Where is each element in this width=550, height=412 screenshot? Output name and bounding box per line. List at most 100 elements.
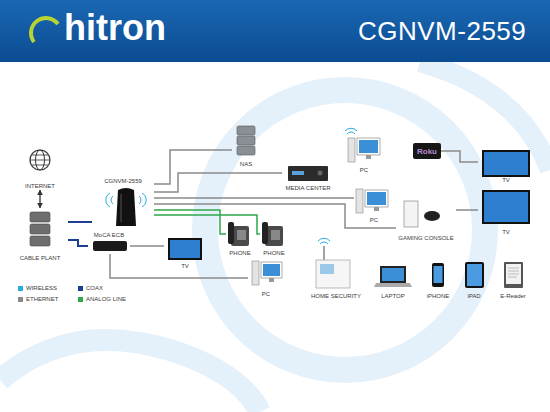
device-node: PC (346, 128, 382, 174)
device-node: CGNVM-2559 (92, 178, 154, 228)
tv-screen (484, 152, 528, 175)
device-node: PHONE (260, 219, 288, 257)
legend-text: ANALOG LINE (86, 296, 126, 303)
pc-screen (359, 140, 378, 153)
legend-text: COAX (86, 285, 103, 292)
pc-stand (366, 155, 371, 159)
phone-device (432, 263, 444, 287)
device-label: MEDIA CENTER (285, 185, 330, 192)
legend-swatch (18, 286, 23, 291)
connector (110, 254, 248, 278)
phone-screen (434, 266, 443, 283)
connector (130, 245, 164, 247)
media-center-knob (318, 171, 323, 176)
server-icon (30, 212, 50, 222)
pc-tower (348, 138, 355, 162)
device-label: GAMING CONSOLE (398, 235, 453, 242)
legend-text: WIRELESS (26, 285, 57, 292)
pc-tower (252, 261, 259, 285)
logo-text: hitron (64, 8, 166, 48)
device-node: TV (164, 236, 206, 270)
device-node: TV (478, 150, 534, 184)
connector (68, 240, 88, 246)
router-icon (116, 188, 136, 226)
console-icon (404, 201, 418, 227)
ereader-device (504, 262, 523, 288)
header-band (0, 0, 550, 62)
pc-monitor (365, 190, 388, 207)
pc-screen (367, 192, 386, 205)
connector (154, 210, 226, 234)
device-label: PHONE (263, 250, 284, 257)
connector (39, 190, 40, 208)
device-node: PC (354, 186, 394, 224)
device-label: INTERNET (25, 183, 55, 190)
connector (456, 209, 478, 211)
device-node: TV (478, 188, 534, 236)
antenna (323, 246, 324, 260)
pc-tower (356, 189, 363, 213)
device-label: TV (181, 263, 189, 270)
tv-icon (482, 150, 530, 177)
device-label: PC (262, 291, 270, 298)
device-label: PHONE (229, 250, 250, 257)
nas-icon (237, 146, 255, 155)
device-node: MoCA ECB (88, 232, 130, 254)
swirl-decoration (205, 90, 485, 370)
phone-keypad (237, 230, 246, 240)
device-node: MEDIA CENTER (282, 164, 334, 192)
device-node: INTERNET (16, 142, 64, 190)
connector (154, 204, 396, 228)
pc-monitor (261, 262, 282, 278)
pc-screen (263, 264, 280, 276)
device-node: NAS (232, 124, 260, 168)
router-highlight (121, 194, 122, 222)
server-icon (30, 224, 50, 234)
device-label: CABLE PLANT (20, 255, 61, 262)
nas-icon (237, 126, 255, 135)
controller-icon (424, 211, 440, 221)
phone-keypad (271, 230, 280, 240)
device-label: LAPTOP (381, 293, 405, 300)
tablet-device (465, 262, 484, 288)
device-label: HOME SECURITY (311, 293, 361, 300)
tv-icon (482, 190, 530, 224)
globe-lines (30, 155, 50, 165)
connector (154, 197, 354, 199)
pc-stand (374, 207, 379, 211)
device-label: Roku (417, 147, 437, 156)
legend-text: ETHERNET (26, 296, 58, 303)
device-label: TV (502, 229, 510, 236)
ereader-page (506, 264, 521, 284)
laptop-icon (380, 266, 406, 283)
device-label: iPHONE (427, 293, 450, 300)
device-node: CABLE PLANT (12, 208, 68, 262)
phone-handset (228, 222, 234, 244)
tv-screen (170, 240, 200, 258)
legend-swatch (18, 297, 23, 302)
device-label: MoCA ECB (94, 232, 124, 239)
device-label: CGNVM-2559 (104, 178, 142, 185)
connector (154, 173, 282, 192)
wifi-symbol (318, 238, 330, 244)
header-title: CGNVM-2559 (358, 16, 526, 46)
media-center-icon (288, 166, 328, 181)
device-label: iPAD (467, 293, 480, 300)
device-node: GAMING CONSOLE (396, 196, 456, 242)
media-center-display (292, 171, 304, 175)
security-screen (320, 264, 334, 274)
connector (441, 151, 478, 162)
tv-icon (168, 238, 202, 260)
device-node: E-Reader (496, 258, 530, 300)
device-label: E-Reader (500, 293, 526, 300)
server-icon (30, 236, 50, 246)
device-node: HOME SECURITY (306, 238, 366, 300)
device-node: iPAD (458, 258, 490, 300)
logo-swoosh (31, 18, 58, 42)
swirl-decoration (0, 340, 260, 412)
wifi-symbol (345, 128, 357, 134)
pc-monitor (357, 138, 380, 155)
